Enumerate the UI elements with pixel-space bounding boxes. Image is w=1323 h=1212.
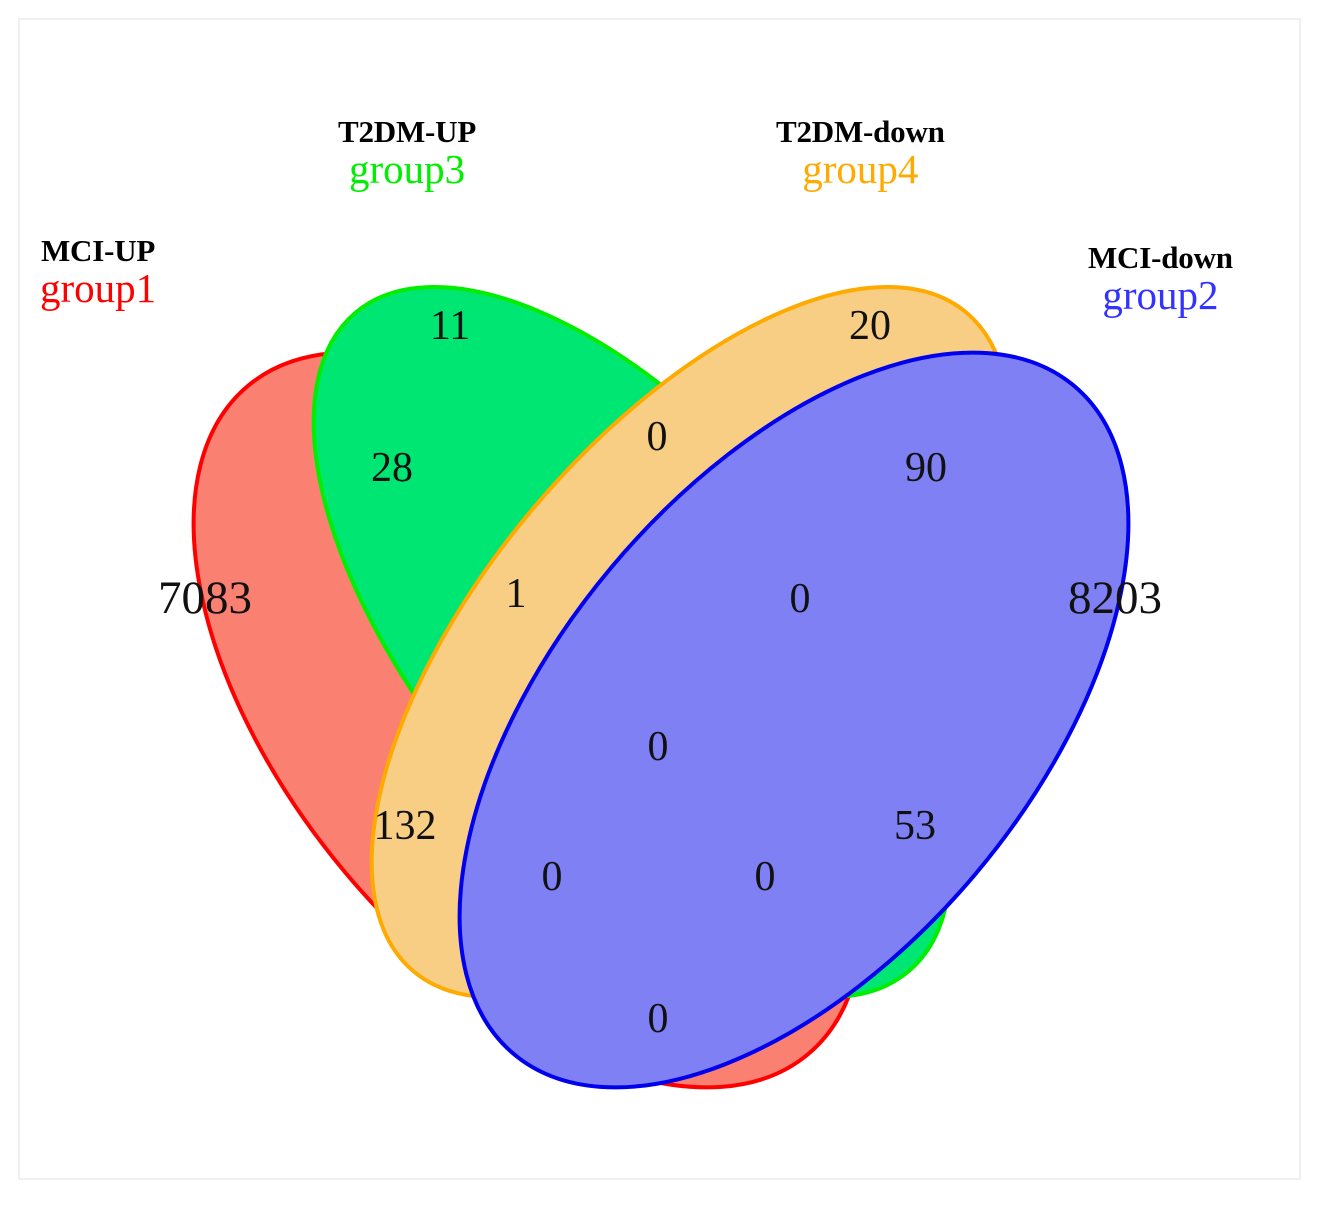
count-group2-only: 8203 [1068,572,1162,624]
set-group-group3: group3 [348,145,466,192]
count-g1-g2: 0 [647,996,669,1042]
set-label-group2: MCI-down group2 [1088,242,1233,316]
set-title-group3: T2DM-UP [338,114,477,149]
set-title-group4: T2DM-down [776,114,945,149]
count-g4-g2: 90 [905,445,947,491]
count-g1-g3: 28 [371,445,413,491]
count-g3-g4-g2: 0 [789,576,811,622]
count-g3-g4: 0 [646,414,668,460]
set-label-group1: MCI-UP group1 [40,235,156,309]
count-g1-g3-g4: 1 [505,571,527,617]
count-g1-g4-g2: 0 [541,854,563,900]
set-title-group2: MCI-down [1088,240,1233,275]
set-group-group2: group2 [1102,271,1219,318]
figure-frame: MCI-UP group1 T2DM-UP group3 T2DM-down g… [18,18,1301,1180]
set-group-group4: group4 [802,145,919,192]
count-g1-g4: 132 [373,803,437,849]
count-g1-g3-g2: 0 [754,854,776,900]
set-label-group3: T2DM-UP group3 [338,116,476,190]
count-all-four: 0 [647,724,669,770]
count-group4-only: 20 [849,303,891,349]
set-group-group1: group1 [40,264,157,311]
set-label-group4: T2DM-down group4 [776,116,945,190]
count-group3-only: 11 [429,303,471,349]
ellipse-group2[interactable] [331,233,1256,1182]
count-g3-g2: 53 [894,803,936,849]
set-title-group1: MCI-UP [40,233,156,268]
venn-diagram-canvas [191,233,1256,1182]
count-group1-only: 7083 [158,572,252,624]
